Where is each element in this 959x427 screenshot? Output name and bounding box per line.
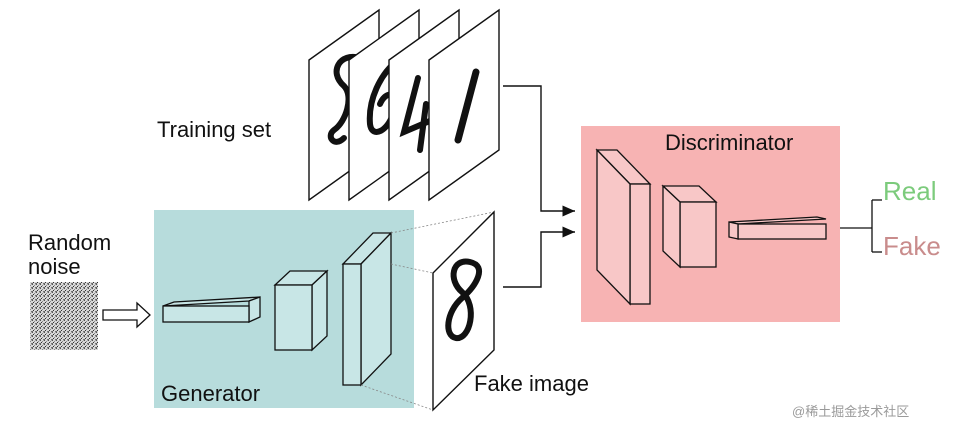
random-noise-label-line2: noise: [28, 254, 81, 279]
discriminator-layer-3: [728, 216, 827, 240]
watermark: @稀土掘金技术社区: [792, 404, 910, 419]
noise-to-generator-arrow: [102, 301, 151, 329]
generator-layer-2: [273, 269, 329, 352]
fake-image-card: [432, 210, 495, 412]
generator-layer-3: [341, 231, 393, 387]
discriminator-layer-1: [595, 148, 652, 306]
output-branch: [840, 199, 882, 253]
projection-lines: [360, 211, 495, 411]
fake-image-label: Fake image: [474, 371, 589, 396]
training-set-label: Training set: [157, 117, 272, 142]
generator-layer-1: [162, 296, 261, 324]
discriminator-layer-2: [661, 184, 718, 269]
discriminator-label: Discriminator: [665, 130, 794, 155]
generator-label: Generator: [161, 381, 261, 406]
connectors: [503, 85, 575, 288]
training-card-4: [428, 8, 500, 202]
random-noise-label-line1: Random: [28, 230, 112, 255]
real-output-label: Real: [883, 176, 937, 206]
fake-output-label: Fake: [883, 231, 941, 261]
random-noise-image: [30, 282, 98, 350]
random-noise-label: Random noise: [28, 231, 111, 279]
